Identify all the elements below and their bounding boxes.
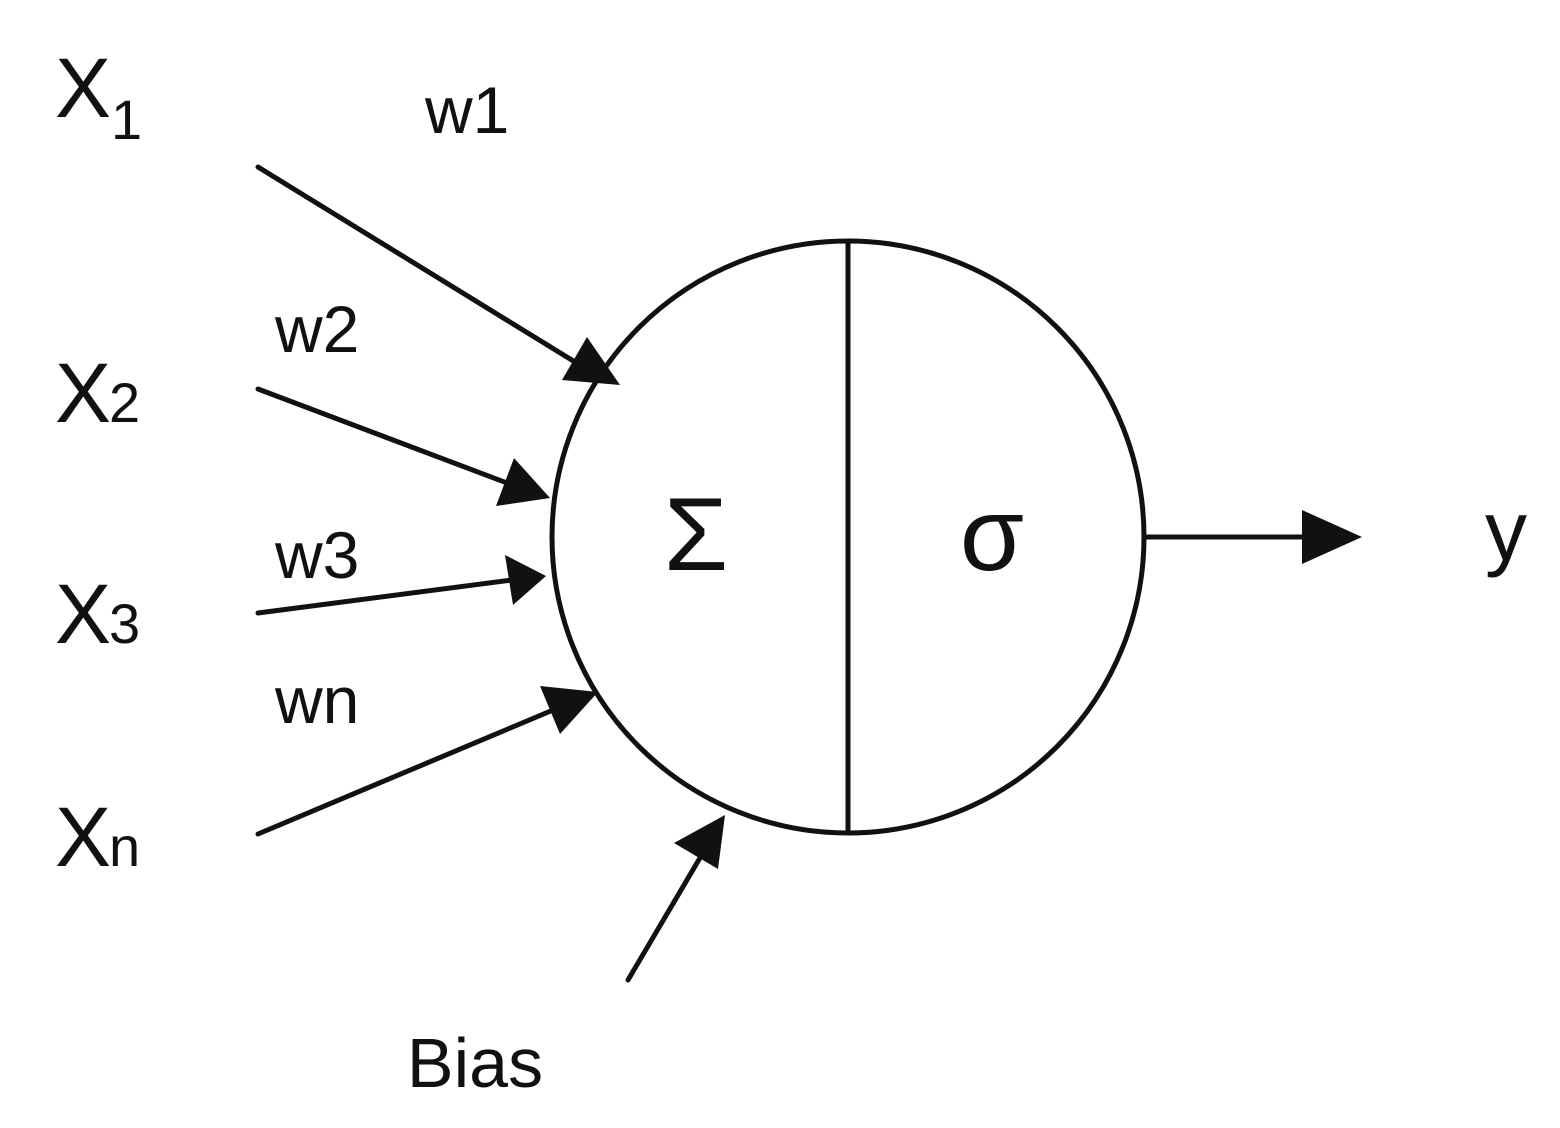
input-label-2: X2 <box>55 346 140 440</box>
activation-symbol: σ <box>960 477 1024 593</box>
sum-symbol: Σ <box>664 477 728 593</box>
input-arrow-n <box>255 702 568 837</box>
input-label-3: X3 <box>55 567 140 661</box>
input-label-1: X1 <box>55 41 142 151</box>
input-arrow-3-head <box>505 555 546 605</box>
bias-label: Bias <box>407 1024 543 1102</box>
input-label-n: Xn <box>55 790 140 884</box>
input-arrow-2 <box>255 386 518 489</box>
input-arrow-2-head <box>496 458 550 506</box>
weight-label-3: w3 <box>274 518 359 592</box>
output-arrow-head <box>1302 510 1362 564</box>
bias-arrow-head <box>674 815 725 869</box>
weight-label-1: w1 <box>424 73 509 147</box>
input-arrow-n-head <box>540 686 598 734</box>
weight-label-n: wn <box>274 663 359 737</box>
input-arrow-1-head <box>562 337 620 385</box>
bias-arrow <box>625 843 710 983</box>
weight-label-2: w2 <box>274 292 359 366</box>
input-arrow-1 <box>255 164 591 373</box>
output-label: y <box>1485 484 1527 578</box>
input-arrow-3 <box>255 577 515 616</box>
